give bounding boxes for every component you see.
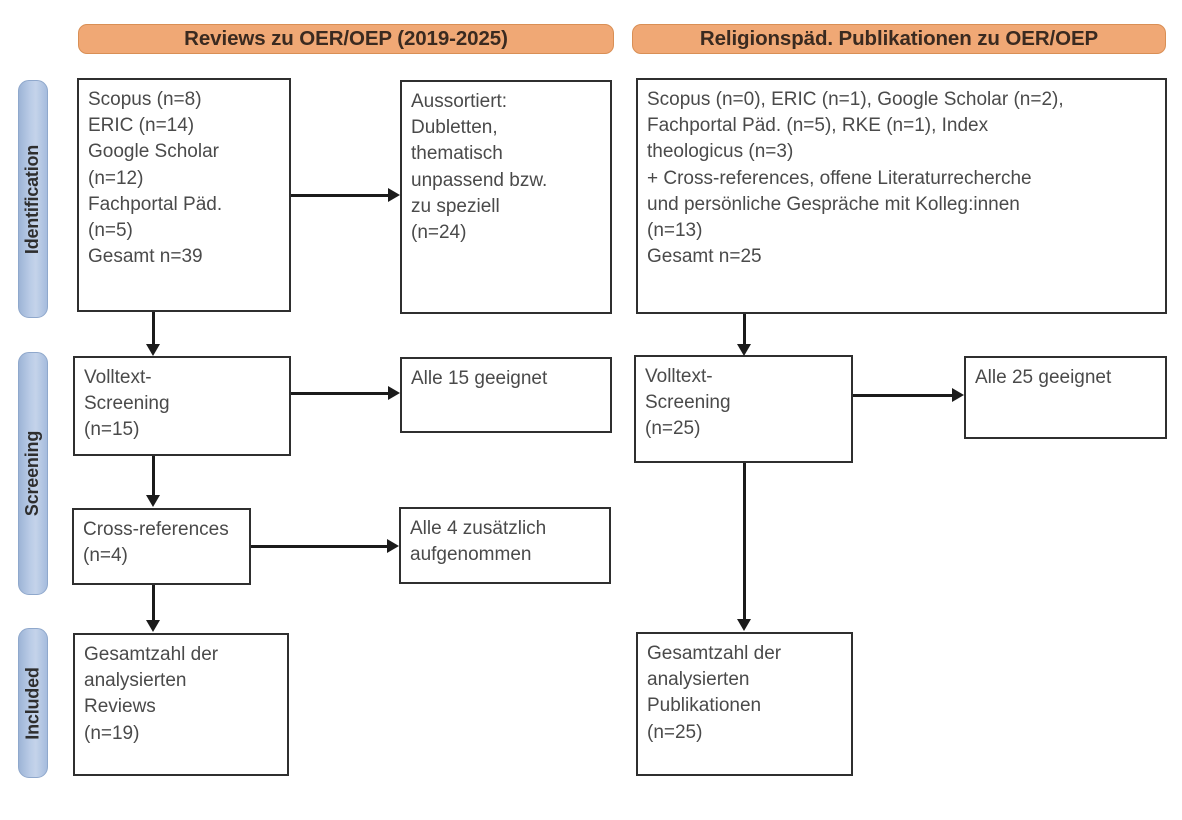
box-left-cross-references: Cross-references (n=4) <box>72 508 251 585</box>
arrowhead-left-sources-to-fulltext <box>146 344 160 356</box>
box-line: (n=4) <box>83 545 128 567</box>
connector-left-sources-to-fulltext <box>152 312 155 345</box>
box-line: ERIC (n=14) <box>88 115 195 137</box>
arrowhead-right-fulltext-to-allsuitable <box>952 388 964 402</box>
box-line: thematisch <box>411 143 503 165</box>
stage-label-included: Included <box>18 628 48 778</box>
connector-left-crossref-to-alladded <box>251 545 387 548</box>
box-line: (n=25) <box>645 418 701 440</box>
box-line: Fachportal Päd. <box>88 193 223 215</box>
stage-label-identification: Identification <box>18 80 48 318</box>
arrowhead-left-crossref-to-total <box>146 620 160 632</box>
box-line: (n=5) <box>88 220 133 242</box>
box-line: Fachportal Päd. (n=5), RKE (n=1), Index <box>647 115 989 137</box>
box-right-sources: Scopus (n=0), ERIC (n=1), Google Scholar… <box>636 78 1167 314</box>
arrowhead-right-sources-to-fulltext <box>737 344 751 356</box>
box-left-total: Gesamtzahl der analysierten Reviews (n=1… <box>73 633 289 776</box>
connector-left-fulltext-to-allsuitable <box>291 392 388 395</box>
box-line: (n=19) <box>84 722 140 744</box>
box-line: Cross-references <box>83 519 229 540</box>
box-line: Volltext- <box>84 367 152 388</box>
box-line: Gesamtzahl der <box>84 644 219 665</box>
stage-label-included-text: Included <box>22 666 43 740</box>
box-line: analysierten <box>84 670 187 692</box>
arrowhead-left-fulltext-to-crossref <box>146 495 160 507</box>
box-left-all-added: Alle 4 zusätzlich aufgenommen <box>399 507 611 584</box>
box-left-excluded: Aussortiert: Dubletten, thematisch unpas… <box>400 80 612 314</box>
connector-right-sources-to-fulltext <box>743 314 746 346</box>
connector-right-fulltext-to-total <box>743 463 746 620</box>
box-line: Alle 15 geeignet <box>411 368 548 389</box>
box-line: Screening <box>645 392 731 414</box>
arrowhead-left-sources-to-excluded <box>388 188 400 202</box>
stage-label-identification-text: Identification <box>22 144 43 254</box>
column-header-right: Religionspäd. Publikationen zu OER/OEP <box>632 24 1166 54</box>
box-line: Scopus (n=8) <box>88 89 202 110</box>
stage-label-screening: Screening <box>18 352 48 595</box>
box-line: Google Scholar <box>88 141 219 163</box>
connector-right-fulltext-to-allsuitable <box>853 394 952 397</box>
arrowhead-left-fulltext-to-allsuitable <box>388 386 400 400</box>
box-line: Aussortiert: <box>411 91 508 112</box>
box-right-all-suitable: Alle 25 geeignet <box>964 356 1167 439</box>
box-line: Dubletten, <box>411 117 498 139</box>
box-line: (n=12) <box>88 167 144 189</box>
box-right-total: Gesamtzahl der analysierten Publikatione… <box>636 632 853 776</box>
box-line: Screening <box>84 393 170 415</box>
box-line: (n=25) <box>647 721 703 743</box>
box-left-sources: Scopus (n=8) ERIC (n=14) Google Scholar … <box>77 78 291 312</box>
stage-label-screening-text: Screening <box>22 430 43 517</box>
box-line: Alle 4 zusätzlich <box>410 518 547 539</box>
box-line: und persönliche Gespräche mit Kolleg:inn… <box>647 193 1020 215</box>
box-left-all-suitable: Alle 15 geeignet <box>400 357 612 433</box>
box-line: theologicus (n=3) <box>647 141 794 163</box>
column-header-left: Reviews zu OER/OEP (2019-2025) <box>78 24 614 54</box>
box-line: unpassend bzw. <box>411 169 548 191</box>
box-line: Alle 25 geeignet <box>975 367 1112 388</box>
box-line: aufgenommen <box>410 544 532 566</box>
box-line: Gesamtzahl der <box>647 643 782 664</box>
box-line: Reviews <box>84 696 156 718</box>
box-line: zu speziell <box>411 195 500 217</box>
box-line: Gesamt n=39 <box>88 246 203 268</box>
box-line: Scopus (n=0), ERIC (n=1), Google Scholar… <box>647 89 1064 110</box>
box-line: Volltext- <box>645 366 713 387</box>
arrowhead-right-fulltext-to-total <box>737 619 751 631</box>
arrowhead-left-crossref-to-alladded <box>387 539 399 553</box>
connector-left-fulltext-to-crossref <box>152 456 155 496</box>
box-line: + Cross-references, offene Literaturrech… <box>647 167 1032 189</box>
box-line: analysierten <box>647 669 750 691</box>
box-line: Publikationen <box>647 695 762 717</box>
box-line: (n=13) <box>647 220 703 242</box>
box-line: Gesamt n=25 <box>647 246 762 268</box>
box-left-fulltext-screening: Volltext- Screening (n=15) <box>73 356 291 456</box>
box-right-fulltext-screening: Volltext- Screening (n=25) <box>634 355 853 463</box>
connector-left-crossref-to-total <box>152 585 155 621</box>
box-line: (n=15) <box>84 419 140 441</box>
connector-left-sources-to-excluded <box>291 194 388 197</box>
box-line: (n=24) <box>411 222 467 244</box>
